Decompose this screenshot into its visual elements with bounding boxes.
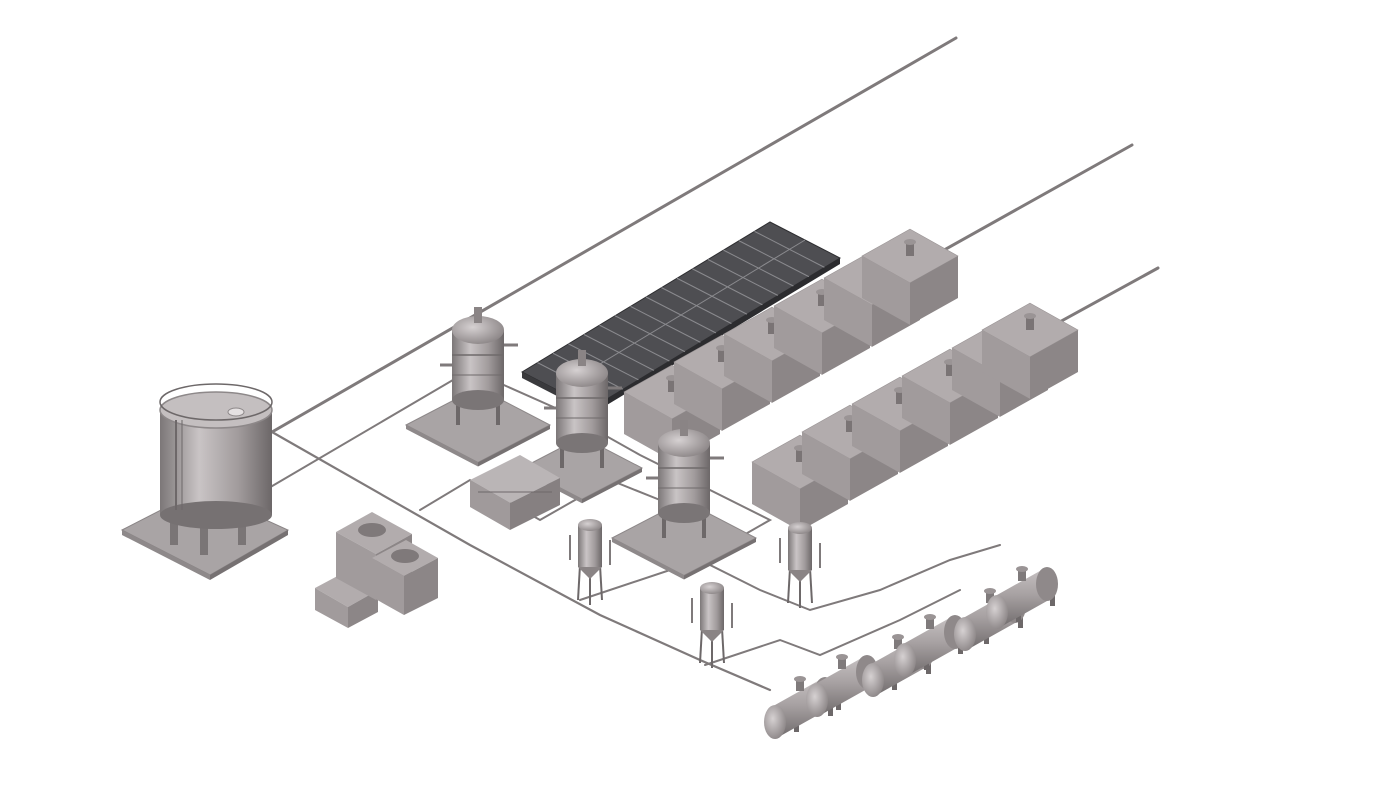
cooling-unit-icon <box>315 512 438 628</box>
pipeline-icon <box>270 36 958 434</box>
cylindrical-storage-tank-icon <box>120 383 290 580</box>
control-skid <box>470 455 560 530</box>
treatment-basin-array <box>623 228 1079 531</box>
filter-unit-icon <box>779 522 821 608</box>
pipeline-icon <box>270 430 772 692</box>
reactor-vessel-icon <box>610 420 758 580</box>
reactor-vessel-icon <box>404 307 552 467</box>
horizontal-pressure-tank-icon <box>986 566 1058 629</box>
filter-unit-icon <box>569 519 611 605</box>
pipeline-icon <box>704 589 961 666</box>
filter-unit-icon <box>691 582 733 668</box>
horizontal-pressure-tank-group <box>764 566 1058 739</box>
treatment-basin-icon <box>861 228 959 325</box>
treatment-basin-icon <box>981 302 1079 399</box>
pipeline-icon <box>419 478 661 522</box>
reactor-vessel-group <box>404 307 758 580</box>
filter-unit-group <box>569 519 821 668</box>
